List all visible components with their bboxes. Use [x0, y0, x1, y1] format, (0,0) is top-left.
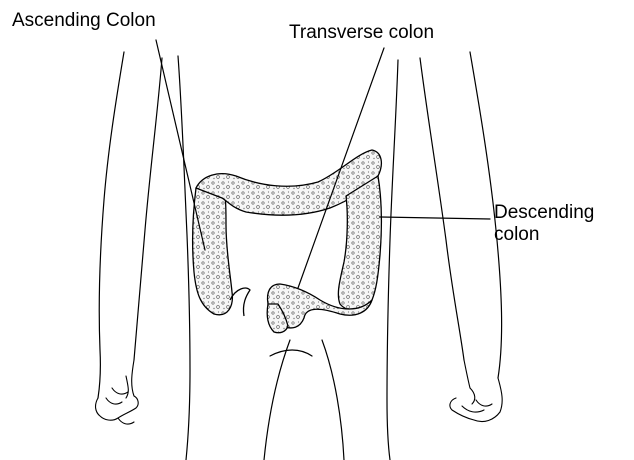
ascending-colon-shape	[193, 186, 233, 315]
right-arm-inner-line	[420, 58, 464, 360]
transverse-colon-label: Transverse colon	[289, 22, 434, 44]
ascending-colon-label: Ascending Colon	[12, 10, 156, 32]
descending-colon-pointer	[380, 217, 490, 219]
right-hand-outline	[450, 360, 502, 422]
crotch-line	[270, 350, 312, 356]
descending-colon-label: Descending colon	[494, 202, 594, 246]
left-arm-outer-line	[98, 52, 124, 398]
left-thumb	[126, 376, 128, 398]
left-arm-inner-line	[134, 58, 162, 360]
left-torso-line	[178, 56, 190, 460]
left-hand-outline	[96, 360, 139, 424]
ascending-colon-pointer	[156, 40, 205, 250]
right-leg-inner-line	[322, 340, 344, 460]
colon	[193, 150, 382, 333]
body-outline	[98, 52, 502, 460]
right-torso-line	[387, 60, 398, 460]
hands	[96, 360, 503, 424]
descending-colon-label-line1: Descending	[494, 202, 594, 224]
appendix-shape	[230, 288, 250, 316]
descending-colon-label-line2: colon	[494, 224, 594, 246]
left-leg-inner-line	[264, 340, 290, 460]
right-thumb	[470, 388, 475, 404]
